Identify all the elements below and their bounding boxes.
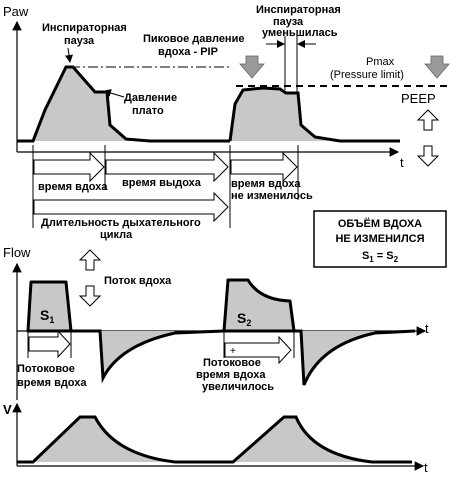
flow-panel: Flow t S1 S2 Поток вдоха Потоковое время…	[3, 245, 429, 400]
insp-pause-leader	[65, 47, 73, 63]
insp-flow-label: Поток вдоха	[104, 275, 172, 287]
peep-up-arrow-icon	[416, 109, 440, 131]
pressure-time-label: t	[400, 155, 404, 170]
pressure-panel: Paw t	[3, 4, 452, 241]
plateau-leader	[103, 89, 125, 98]
flow-axis-label: Flow	[3, 245, 31, 260]
volume-time-label: t	[424, 460, 428, 475]
flow-up-arrow-icon	[78, 249, 102, 271]
volume-axis-label: V	[3, 402, 12, 417]
flow-exp-1-fill	[100, 331, 175, 378]
note-line-1: ОБЪЁМ ВДОХА	[338, 217, 422, 230]
flow-exp-2-line	[294, 329, 416, 386]
peep-label: PEEP	[401, 91, 436, 106]
flow-time-2-arrow-icon	[224, 335, 292, 365]
pressure-wave-1-line	[17, 65, 230, 143]
pressure-wave-2-line	[228, 86, 400, 143]
insp-time-arrow-icon	[33, 151, 105, 183]
note-box-frame	[313, 210, 447, 268]
insp-time-2-arrow-icon	[230, 151, 298, 183]
insp-time-label: время вдоха	[38, 181, 108, 193]
flow-time-label: Потоковое время вдоха	[17, 363, 87, 389]
note-line-2: НЕ ИЗМЕНИЛСЯ	[335, 233, 424, 245]
note-line-3: S1 = S2	[362, 250, 399, 264]
insp-pause-label: Инспираторная пауза	[42, 22, 130, 47]
cycle-label: Длительность дыхательного цикла	[41, 217, 204, 241]
flow-time-increased-label: Потоковое время вдоха увеличилось	[196, 357, 274, 393]
plateau-label: Давление плато	[124, 92, 180, 117]
insp-unchanged-label: время вдоха не изменилось	[231, 178, 313, 202]
volume-wave-2-fill	[233, 417, 372, 462]
peak-pressure-label: Пиковое давление вдоха - PIP	[143, 33, 248, 58]
pressure-wave-2-fill	[230, 88, 400, 141]
s2-label: S2	[237, 310, 251, 328]
flow-time-arrow-icon	[28, 329, 71, 359]
flow-insp-1	[26, 280, 73, 333]
exp-time-label: время выдоха	[122, 177, 202, 189]
pressure-limit-arrow-left-icon	[239, 55, 265, 79]
s1-label: S1	[40, 307, 54, 325]
volume-wave-line	[17, 415, 412, 464]
pressure-wave-1-fill	[17, 67, 230, 141]
volume-wave-1-fill	[17, 417, 175, 462]
flow-exp-1-line	[71, 329, 225, 384]
peep-down-arrow-icon	[416, 145, 440, 167]
insp-pause-reduced-label: Инспираторная пауза уменьшилась	[256, 4, 344, 39]
cycle-arrow-icon	[33, 191, 229, 223]
plus-mark: +	[230, 346, 236, 357]
flow-exp-2-fill	[301, 331, 375, 385]
volume-panel: V t	[3, 402, 428, 475]
flow-insp-2	[222, 278, 296, 333]
volume-unchanged-note: ОБЪЁМ ВДОХА НЕ ИЗМЕНИЛСЯ S1 = S2	[313, 210, 447, 268]
pressure-axis-label: Paw	[3, 4, 29, 19]
flow-down-arrow-icon	[78, 285, 102, 307]
exp-time-arrow-icon	[105, 151, 229, 183]
pmax-label: Pmax (Pressure limit)	[330, 56, 404, 81]
pressure-limit-arrow-right-icon	[424, 55, 450, 79]
flow-time-label: t	[425, 321, 429, 336]
